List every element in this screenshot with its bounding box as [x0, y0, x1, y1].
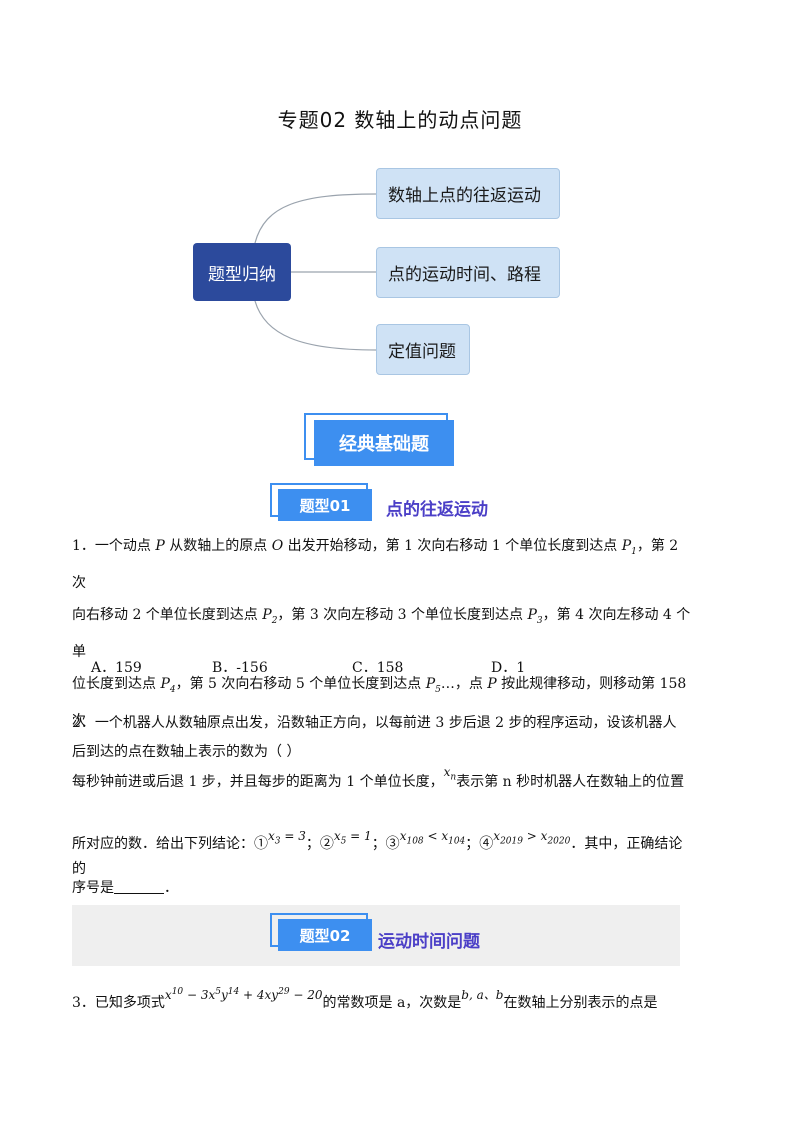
- q2-line-3e: ．其中，正确结论的: [72, 836, 683, 878]
- section-banner: 经典基础题: [304, 413, 454, 466]
- choice-a[interactable]: A．159: [91, 660, 142, 676]
- section-tag-2: 题型02: [270, 913, 372, 951]
- q2-cond-4: x2019 > x2020: [493, 829, 571, 847]
- answer-blank[interactable]: [114, 879, 164, 894]
- q2-line-2: 每秒钟前进或后退 1 步，并且每步的距离为 1 个单位长度，xn表示第 n 秒时…: [72, 765, 692, 797]
- banner-label: 经典基础题: [314, 420, 454, 466]
- q2-line-3b: ；②: [305, 836, 334, 852]
- q2-cond-1: x3 = 3: [268, 829, 306, 847]
- q2-line-1: 2．一个机器人从数轴原点出发，沿数轴正方向，以每前进 3 步后退 2 步的程序运…: [72, 715, 677, 731]
- q3-polynomial: x10 − 3x5y14 + 4xy29 − 20: [164, 987, 323, 1002]
- mindmap-branch-1: 数轴上点的往返运动: [376, 168, 560, 219]
- q2-line-3c: ；③: [371, 836, 400, 852]
- section-tag-1: 题型01: [270, 483, 372, 521]
- mindmap-root: 题型归纳: [193, 243, 291, 301]
- q2-line-4-end: ．: [164, 880, 178, 896]
- q3-line-1c: 在数轴上分别表示的点是: [503, 995, 658, 1011]
- q2-line-3d: ；④: [465, 836, 494, 852]
- q1-line-4: 后到达的点在数轴上表示的数为（ ）: [72, 744, 301, 761]
- section-tag-2-label: 题型02: [278, 919, 372, 951]
- page-title: 专题02 数轴上的动点问题: [277, 108, 523, 132]
- q1-line-1: 1．一个动点 P 从数轴上的原点 O 出发开始移动，第 1 次向右移动 1 个单…: [72, 538, 679, 592]
- q2-line-2a: 每秒钟前进或后退 1 步，并且每步的距离为 1 个单位长度，: [72, 774, 444, 790]
- choice-b[interactable]: B．-156: [212, 660, 268, 676]
- q2-xn: xn: [443, 765, 457, 783]
- q1-choices: A．159 B．-156 C．158 D．1: [91, 657, 591, 677]
- section-2-band: [72, 905, 680, 966]
- question-1: 1．一个动点 P 从数轴上的原点 O 出发开始移动，第 1 次向右移动 1 个单…: [72, 531, 692, 769]
- choice-c[interactable]: C．158: [352, 660, 404, 676]
- q2-line-4: 序号是 ．: [72, 878, 692, 898]
- q3-line-1b: 的常数项是 a，次数是: [322, 995, 462, 1011]
- q2-line-4-text: 序号是: [72, 880, 114, 896]
- section-title-1: 点的往返运动: [386, 500, 488, 520]
- mindmap-branch-2: 点的运动时间、路程: [376, 247, 560, 298]
- q3-vars: b, a、b: [461, 988, 504, 1002]
- q2-line-2b: 表示第 n 秒时机器人在数轴上的位置: [456, 774, 685, 790]
- question-3: 3．已知多项式x10 − 3x5y14 + 4xy29 − 20的常数项是 a，…: [72, 987, 692, 1013]
- q2-cond-3: x108 < x104: [399, 829, 466, 847]
- q3-line-1a: 3．已知多项式: [72, 995, 165, 1011]
- mindmap-branch-3: 定值问题: [376, 324, 470, 375]
- q2-cond-2: x5 = 1: [333, 829, 372, 847]
- section-tag-1-label: 题型01: [278, 489, 372, 521]
- q1-line-3: 位长度到达点 P4，第 5 次向右移动 5 个单位长度到达点 P5…，点 P 按…: [72, 675, 687, 729]
- section-title-2: 运动时间问题: [378, 932, 480, 952]
- q2-line-3a: 所对应的数．给出下列结论：①: [72, 836, 268, 852]
- mindmap-connectors: [254, 193, 377, 351]
- q1-line-2: 向右移动 2 个单位长度到达点 P2，第 3 次向左移动 3 个单位长度到达点 …: [72, 606, 691, 661]
- choice-d[interactable]: D．1: [491, 660, 526, 676]
- q2-line-3: 所对应的数．给出下列结论：①x3 = 3；②x5 = 1；③x108 < x10…: [72, 829, 692, 879]
